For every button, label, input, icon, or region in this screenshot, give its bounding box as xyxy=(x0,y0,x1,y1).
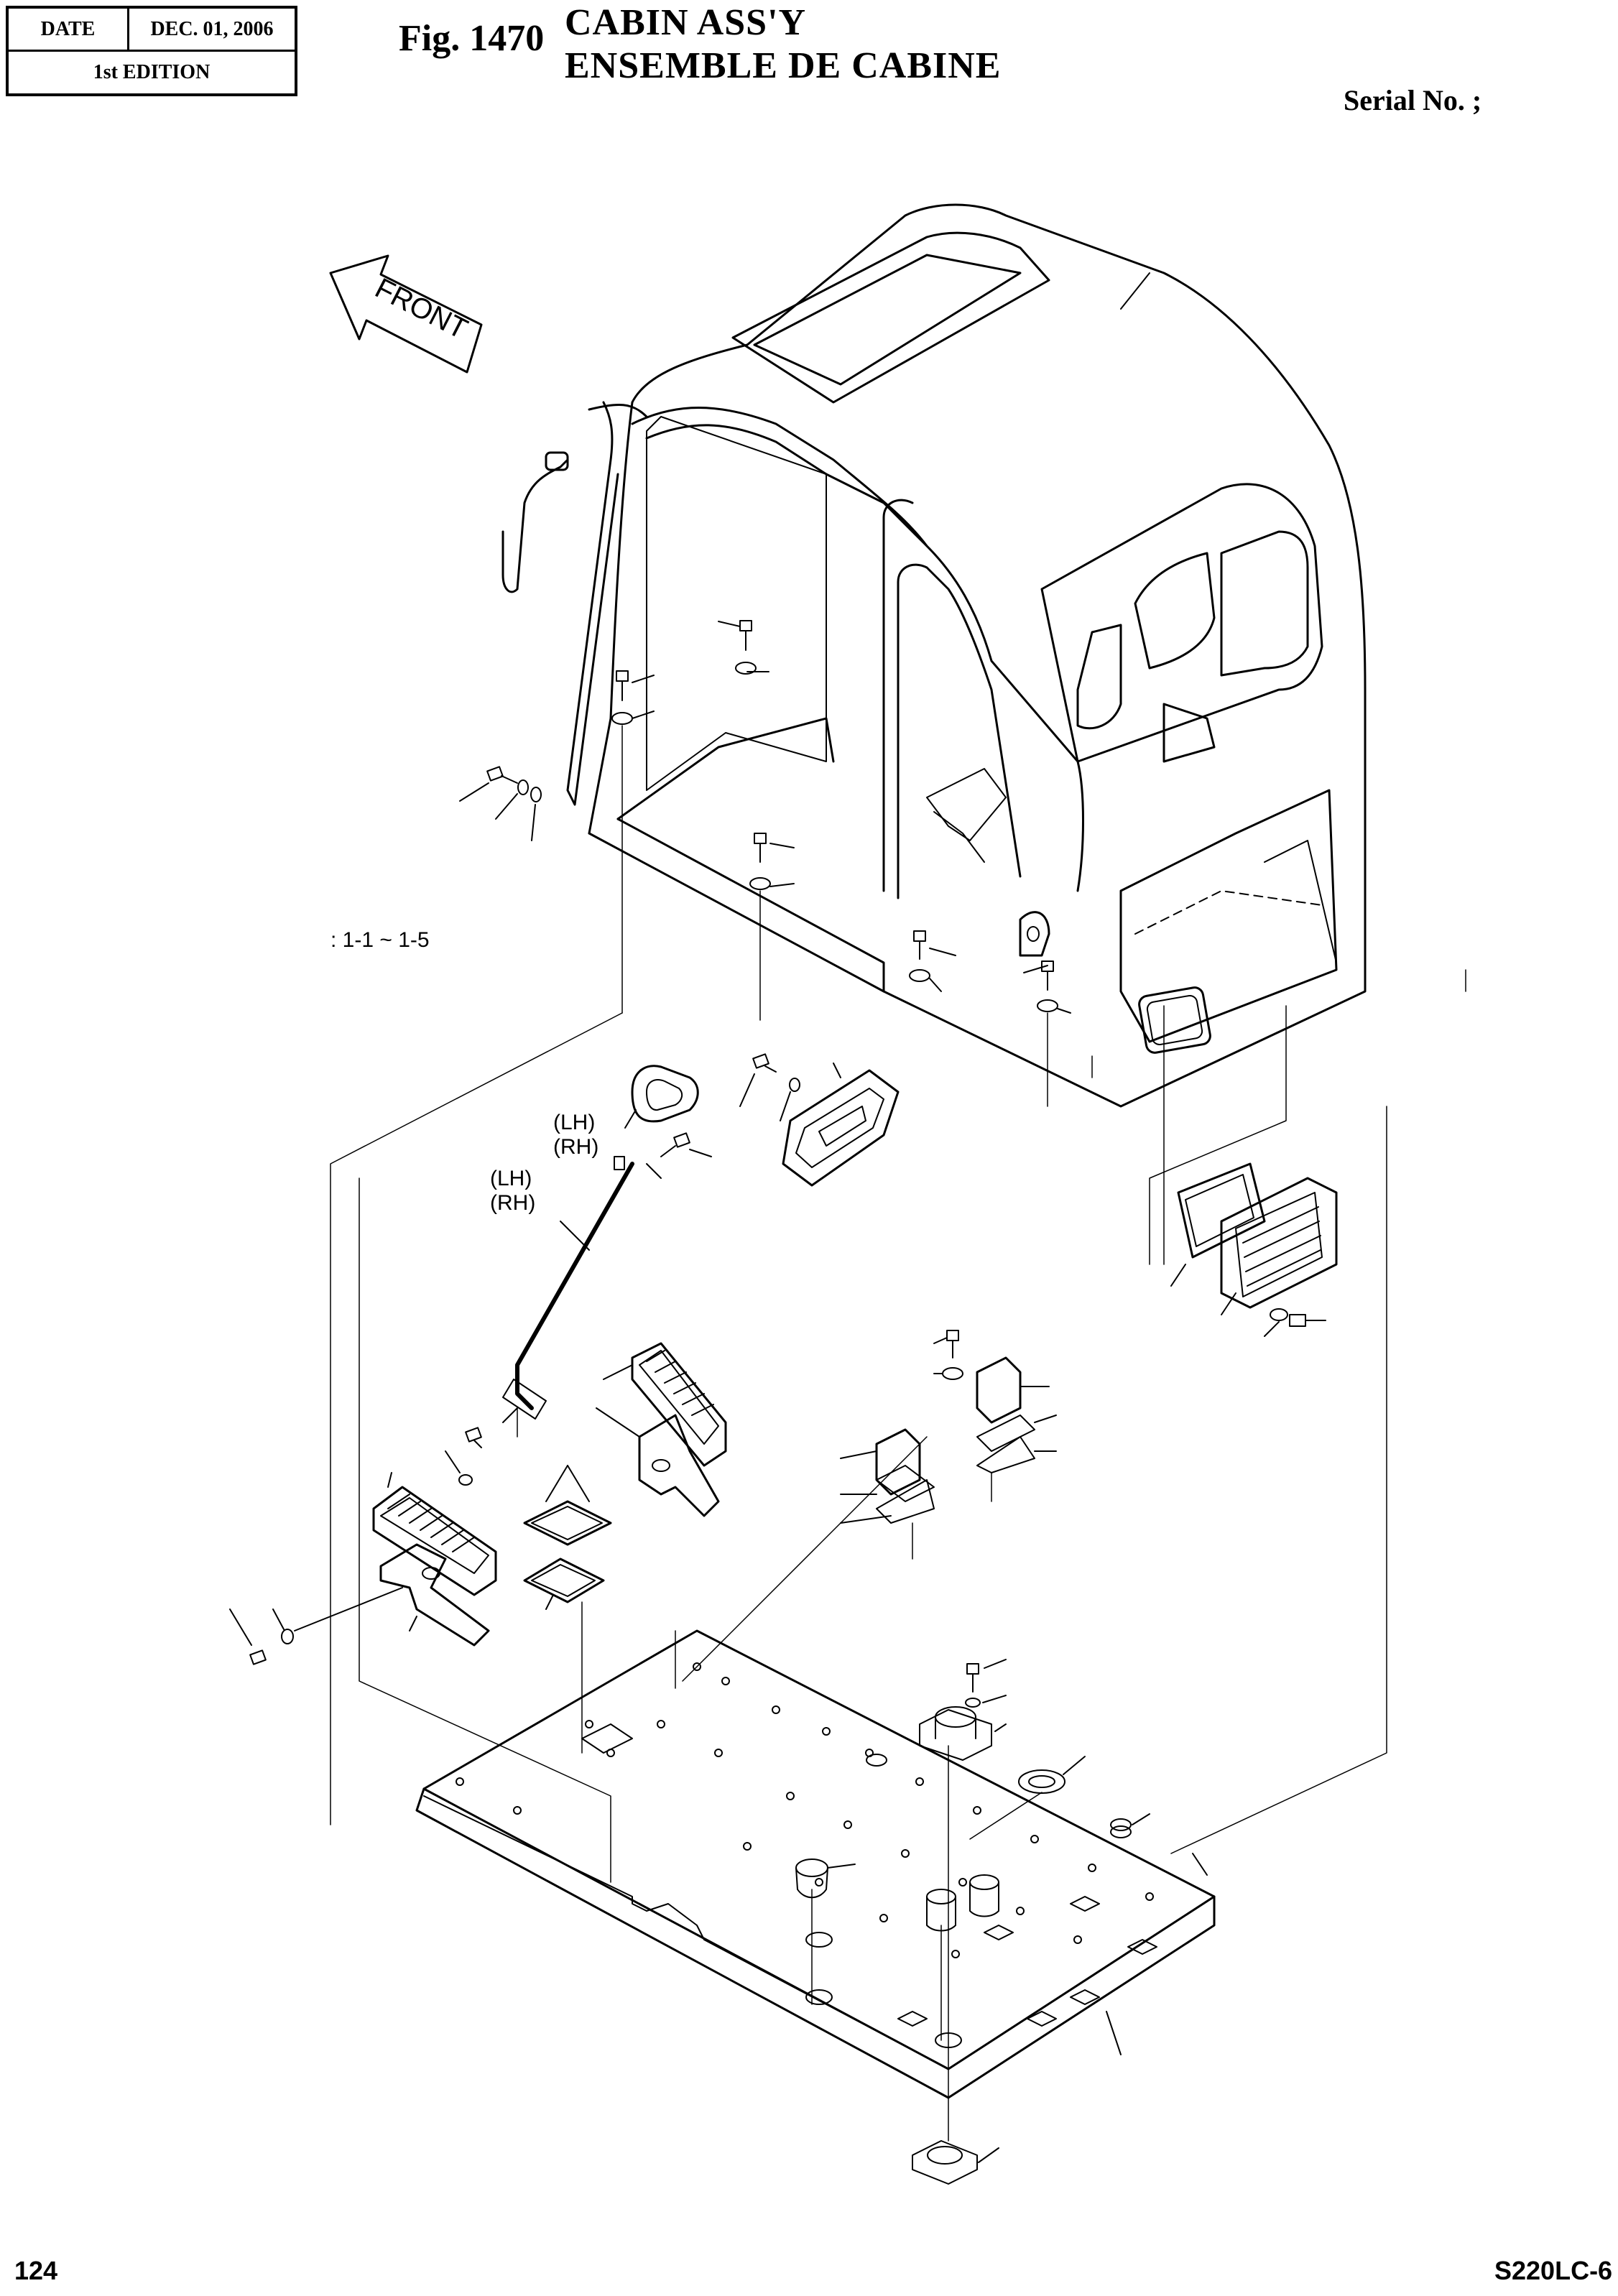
washer-icon xyxy=(735,662,757,675)
cabin-shell xyxy=(501,203,1367,1108)
bolt-icon xyxy=(1041,960,1054,991)
projection-lines xyxy=(330,725,1466,1883)
bolt-icon xyxy=(739,620,752,651)
cabin-floor-fasteners xyxy=(459,272,1150,1014)
serial-number-label: Serial No. ; xyxy=(1344,84,1482,116)
reference-note: : 1-1 ~ 1-5 xyxy=(330,928,430,952)
lever-side-rh: (RH) xyxy=(553,1135,598,1159)
washer-icon xyxy=(611,712,633,725)
travel-lever xyxy=(502,1065,712,1423)
rod-side-rh: (RH) xyxy=(490,1191,535,1215)
page-number: 124 xyxy=(14,2256,58,2285)
vent-grommet xyxy=(739,1053,900,1187)
washer-icon xyxy=(517,779,529,795)
cabin-floor-plate xyxy=(415,1629,1216,2099)
bolt-icon xyxy=(913,930,926,960)
pedal-brackets xyxy=(840,1330,1057,1524)
front-label: FRONT xyxy=(370,272,473,346)
edition-label: 1st EDITION xyxy=(93,61,211,83)
date-label: DATE xyxy=(9,9,129,50)
floor-mounts xyxy=(795,1659,1150,2185)
title-french: ENSEMBLE DE CABINE xyxy=(565,45,1002,86)
title-english: CABIN ASS'Y xyxy=(565,2,807,43)
date-row: DATE DEC. 01, 2006 xyxy=(9,9,295,52)
washer-icon xyxy=(909,969,930,982)
bolt-icon xyxy=(616,670,629,701)
pedal-projection-lines xyxy=(517,1407,992,1754)
floor-holes xyxy=(456,1662,1154,2048)
washer-icon xyxy=(530,787,542,802)
pedal-right xyxy=(596,1342,727,1517)
vent-grille xyxy=(1170,1162,1338,1337)
washer-icon xyxy=(749,877,771,890)
rod-side-lh: (LH) xyxy=(490,1167,532,1190)
washer-icon xyxy=(1037,999,1058,1012)
figure-number: Fig. 1470 xyxy=(399,18,545,59)
lever-side-lh: (LH) xyxy=(553,1111,595,1134)
date-value: DEC. 01, 2006 xyxy=(150,17,274,40)
front-arrow-icon: FRONT xyxy=(329,254,483,374)
pedal-cover-plates xyxy=(523,1465,612,1610)
model-code: S220LC-6 xyxy=(1494,2256,1613,2285)
bolt-icon xyxy=(486,766,518,784)
date-table: DATE DEC. 01, 2006 1st EDITION xyxy=(6,6,297,96)
bolt-icon xyxy=(754,833,767,863)
pedal-left xyxy=(229,1427,497,1665)
